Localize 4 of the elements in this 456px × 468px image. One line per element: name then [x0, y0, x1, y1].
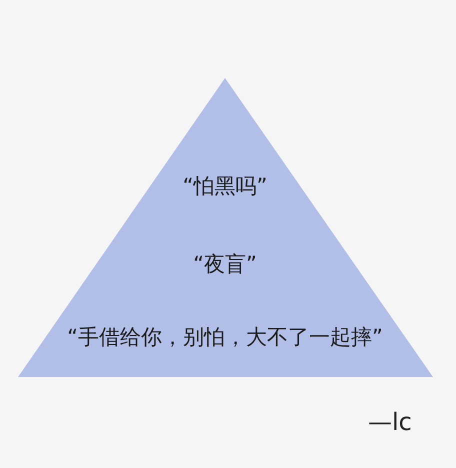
signature-text: —lc: [368, 408, 412, 436]
triangle-text: “夜盲”: [193, 251, 257, 277]
triangle-text: “怕黑吗”: [182, 173, 268, 199]
triangle-text: “手借给你，别怕，大不了一起摔”: [67, 324, 383, 350]
